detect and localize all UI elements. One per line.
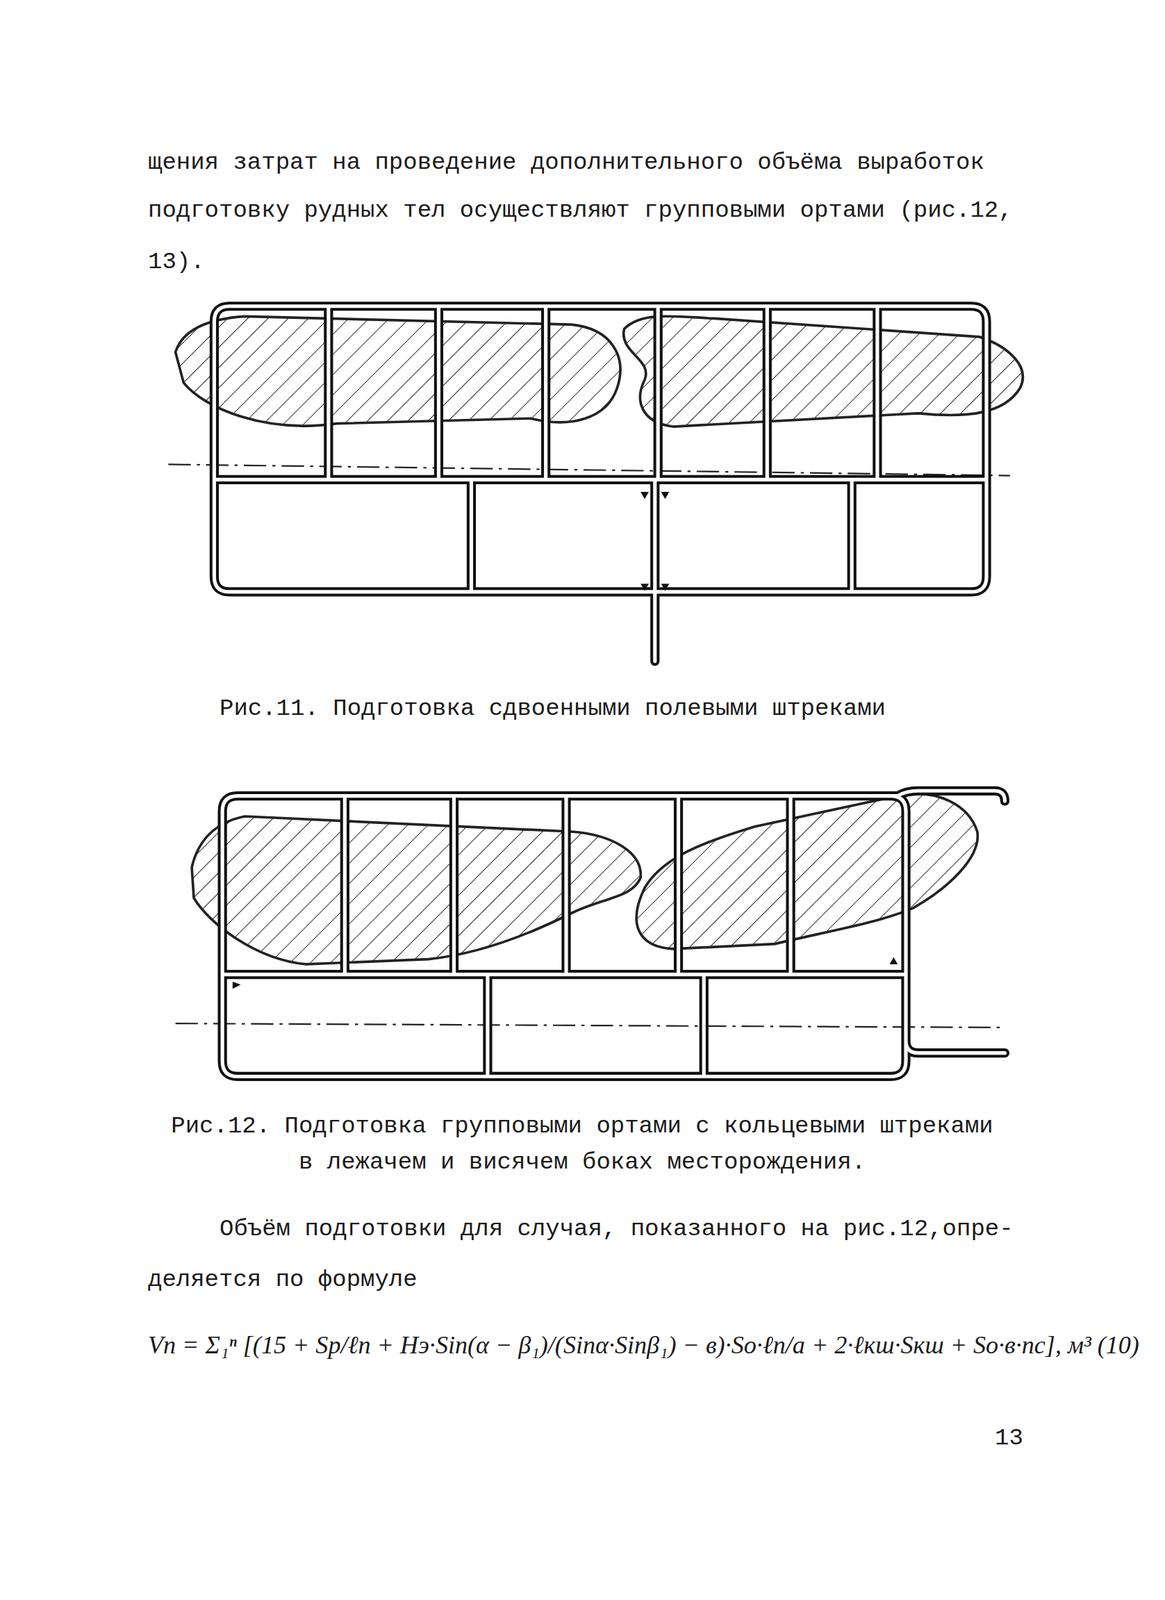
- formula: Vп = Σ₁ⁿ [(15 + Sр/ℓп + Hэ·Sin(α − β₁)/(…: [147, 1330, 1140, 1361]
- ore-body: [623, 316, 1024, 427]
- ore-body: [636, 794, 978, 949]
- figure-caption: Рис.11. Подготовка сдвоенными полевыми ш…: [219, 694, 886, 724]
- figure-11: [168, 306, 1023, 662]
- ore-body: [175, 316, 621, 426]
- body-text: щения затрат на проведение дополнительно…: [147, 148, 985, 178]
- axis-line: [175, 1023, 1006, 1028]
- figure-12: [175, 790, 1006, 1077]
- figure-caption: Рис.12. Подготовка групповыми ортами с к…: [170, 1112, 993, 1141]
- figure-caption: в лежачем и висячем боках месторождения.: [298, 1148, 866, 1177]
- body-text: подготовку рудных тел осуществляют групп…: [147, 196, 1013, 226]
- page-number: 13: [994, 1424, 1024, 1453]
- workings-network: [222, 790, 1005, 1077]
- workings-network: [213, 306, 987, 662]
- body-text: 13).: [147, 248, 205, 277]
- body-text: деляется по формуле: [147, 1265, 418, 1295]
- ore-body: [191, 816, 641, 965]
- axis-line: [168, 464, 1010, 476]
- body-text: Объём подготовки для случая, показанного…: [219, 1215, 1014, 1244]
